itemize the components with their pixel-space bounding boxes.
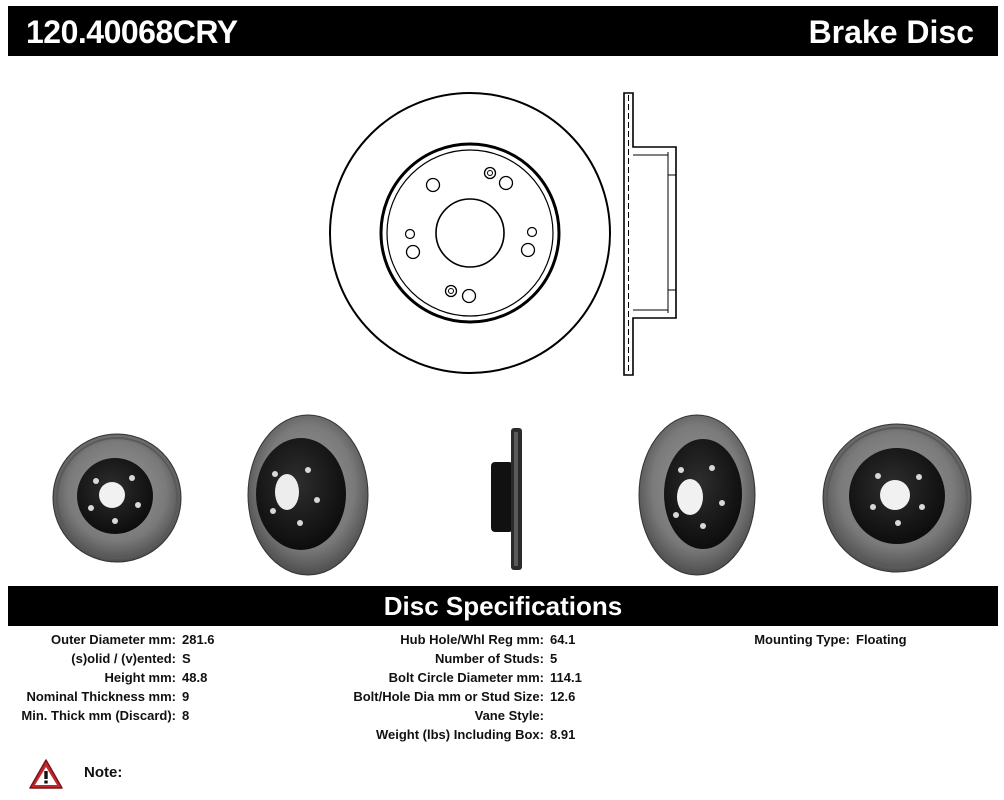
spec-row: Hub Hole/Whl Reg mm:: [300, 630, 544, 649]
spec-row: Outer Diameter mm:: [0, 630, 176, 649]
spec-label: Weight (lbs) Including Box:: [375, 727, 544, 742]
part-number: 120.40068CRY: [26, 14, 238, 50]
spec-value: 64.1: [550, 632, 576, 647]
spec-row: Nominal Thickness mm:: [0, 687, 176, 706]
product-type: Brake Disc: [808, 14, 974, 50]
product-drawing: [52, 92, 972, 576]
spec-value: 8: [182, 708, 190, 723]
disc-photo-angle-back: [247, 414, 369, 576]
spec-row: Vane Style:: [300, 706, 544, 725]
disc-photo-back: [822, 423, 972, 573]
spec-row: Height mm:: [0, 668, 177, 687]
spec-row: Number of Studs:: [300, 649, 544, 668]
spec-label: Height mm:: [104, 670, 177, 685]
spec-value: 9: [182, 689, 190, 704]
spec-value: 48.8: [182, 670, 208, 685]
disc-side-view: [623, 92, 677, 376]
warning-triangle-icon: [29, 759, 63, 789]
disc-front-view: [329, 92, 611, 374]
spec-value: 114.1: [550, 670, 582, 685]
title-bar: 120.40068CRY Brake Disc: [8, 6, 998, 56]
disc-photo-angle-front: [638, 414, 756, 576]
disc-photo-front: [52, 433, 182, 563]
spec-label: Mounting Type:: [754, 632, 850, 647]
spec-label: Bolt/Hole Dia mm or Stud Size:: [353, 689, 544, 704]
spec-row: (s)olid / (v)ented:: [0, 649, 176, 668]
spec-value: 281.6: [182, 632, 215, 647]
spec-row: Bolt/Hole Dia mm or Stud Size:: [300, 687, 544, 706]
spec-label: Bolt Circle Diameter mm:: [388, 670, 544, 685]
spec-value: Floating: [856, 632, 907, 647]
spec-value: 12.6: [550, 689, 576, 704]
specs-title: Disc Specifications: [383, 591, 623, 621]
spec-row: Weight (lbs) Including Box:: [300, 725, 544, 744]
disc-photo-side: [491, 428, 522, 570]
spec-label: (s)olid / (v)ented:: [71, 651, 176, 666]
spec-label: Nominal Thickness mm:: [26, 689, 176, 704]
spec-label: Vane Style:: [474, 708, 544, 723]
spec-label: Number of Studs:: [434, 651, 544, 666]
note-label: Note:: [84, 764, 123, 781]
spec-label: Min. Thick mm (Discard):: [21, 708, 176, 723]
spec-label: Outer Diameter mm:: [51, 632, 176, 647]
specs-header-bar: Disc Specifications: [8, 586, 998, 626]
spec-value: S: [182, 651, 191, 666]
spec-value: 8.91: [550, 727, 576, 742]
spec-label: Hub Hole/Whl Reg mm:: [400, 632, 544, 647]
spec-row: Bolt Circle Diameter mm:: [300, 668, 544, 687]
spec-row: Min. Thick mm (Discard):: [0, 706, 176, 725]
spec-value: 5: [550, 651, 558, 666]
spec-row: Mounting Type:: [700, 630, 850, 649]
